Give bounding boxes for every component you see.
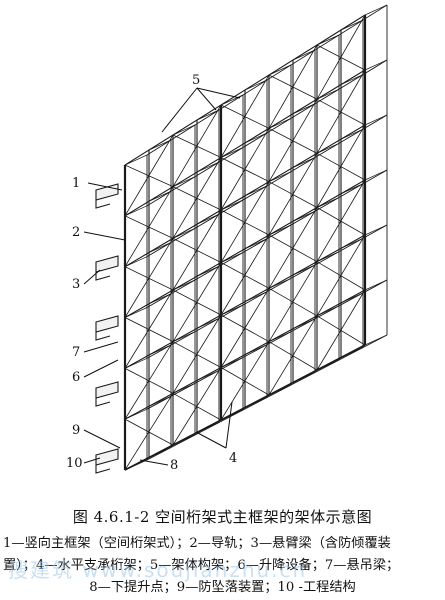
truss-frame-drawing [123,4,388,471]
cantilever-beams [95,183,119,474]
scaffold-frame-diagram: 1 2 3 7 6 9 10 8 4 5 [66,4,388,474]
caption-title: 图 4.6.1-2 空间桁架式主框架的架体示意图 [72,508,373,526]
callout-1: 1 [72,176,80,191]
callout-9: 9 [72,423,80,438]
callout-labels: 1 2 3 7 6 9 10 8 4 5 [66,73,237,473]
legend-line-2: 置）；4—水平支承桁架；5—架体构架；6—升降设备；7—悬吊梁； [3,558,400,573]
callout-3: 3 [72,277,80,292]
callout-7: 7 [72,345,80,360]
callout-10: 10 [66,456,83,471]
legend-line-1: 1—竖向主框架（空间桁架式）；2—导轨；3—悬臂梁（含防倾覆装 [3,536,391,551]
legend-line-3: 8—下提升点；9—防坠落装置；10 -工程结构 [89,580,356,595]
callout-6: 6 [72,370,80,385]
callout-4: 4 [229,451,237,466]
leader-lines [83,87,241,466]
callout-5: 5 [192,73,200,88]
callout-2: 2 [72,225,80,240]
callout-8: 8 [170,458,178,473]
figure-caption: 图 4.6.1-2 空间桁架式主框架的架体示意图 1—竖向主框架（空间桁架式）；… [0,496,445,600]
